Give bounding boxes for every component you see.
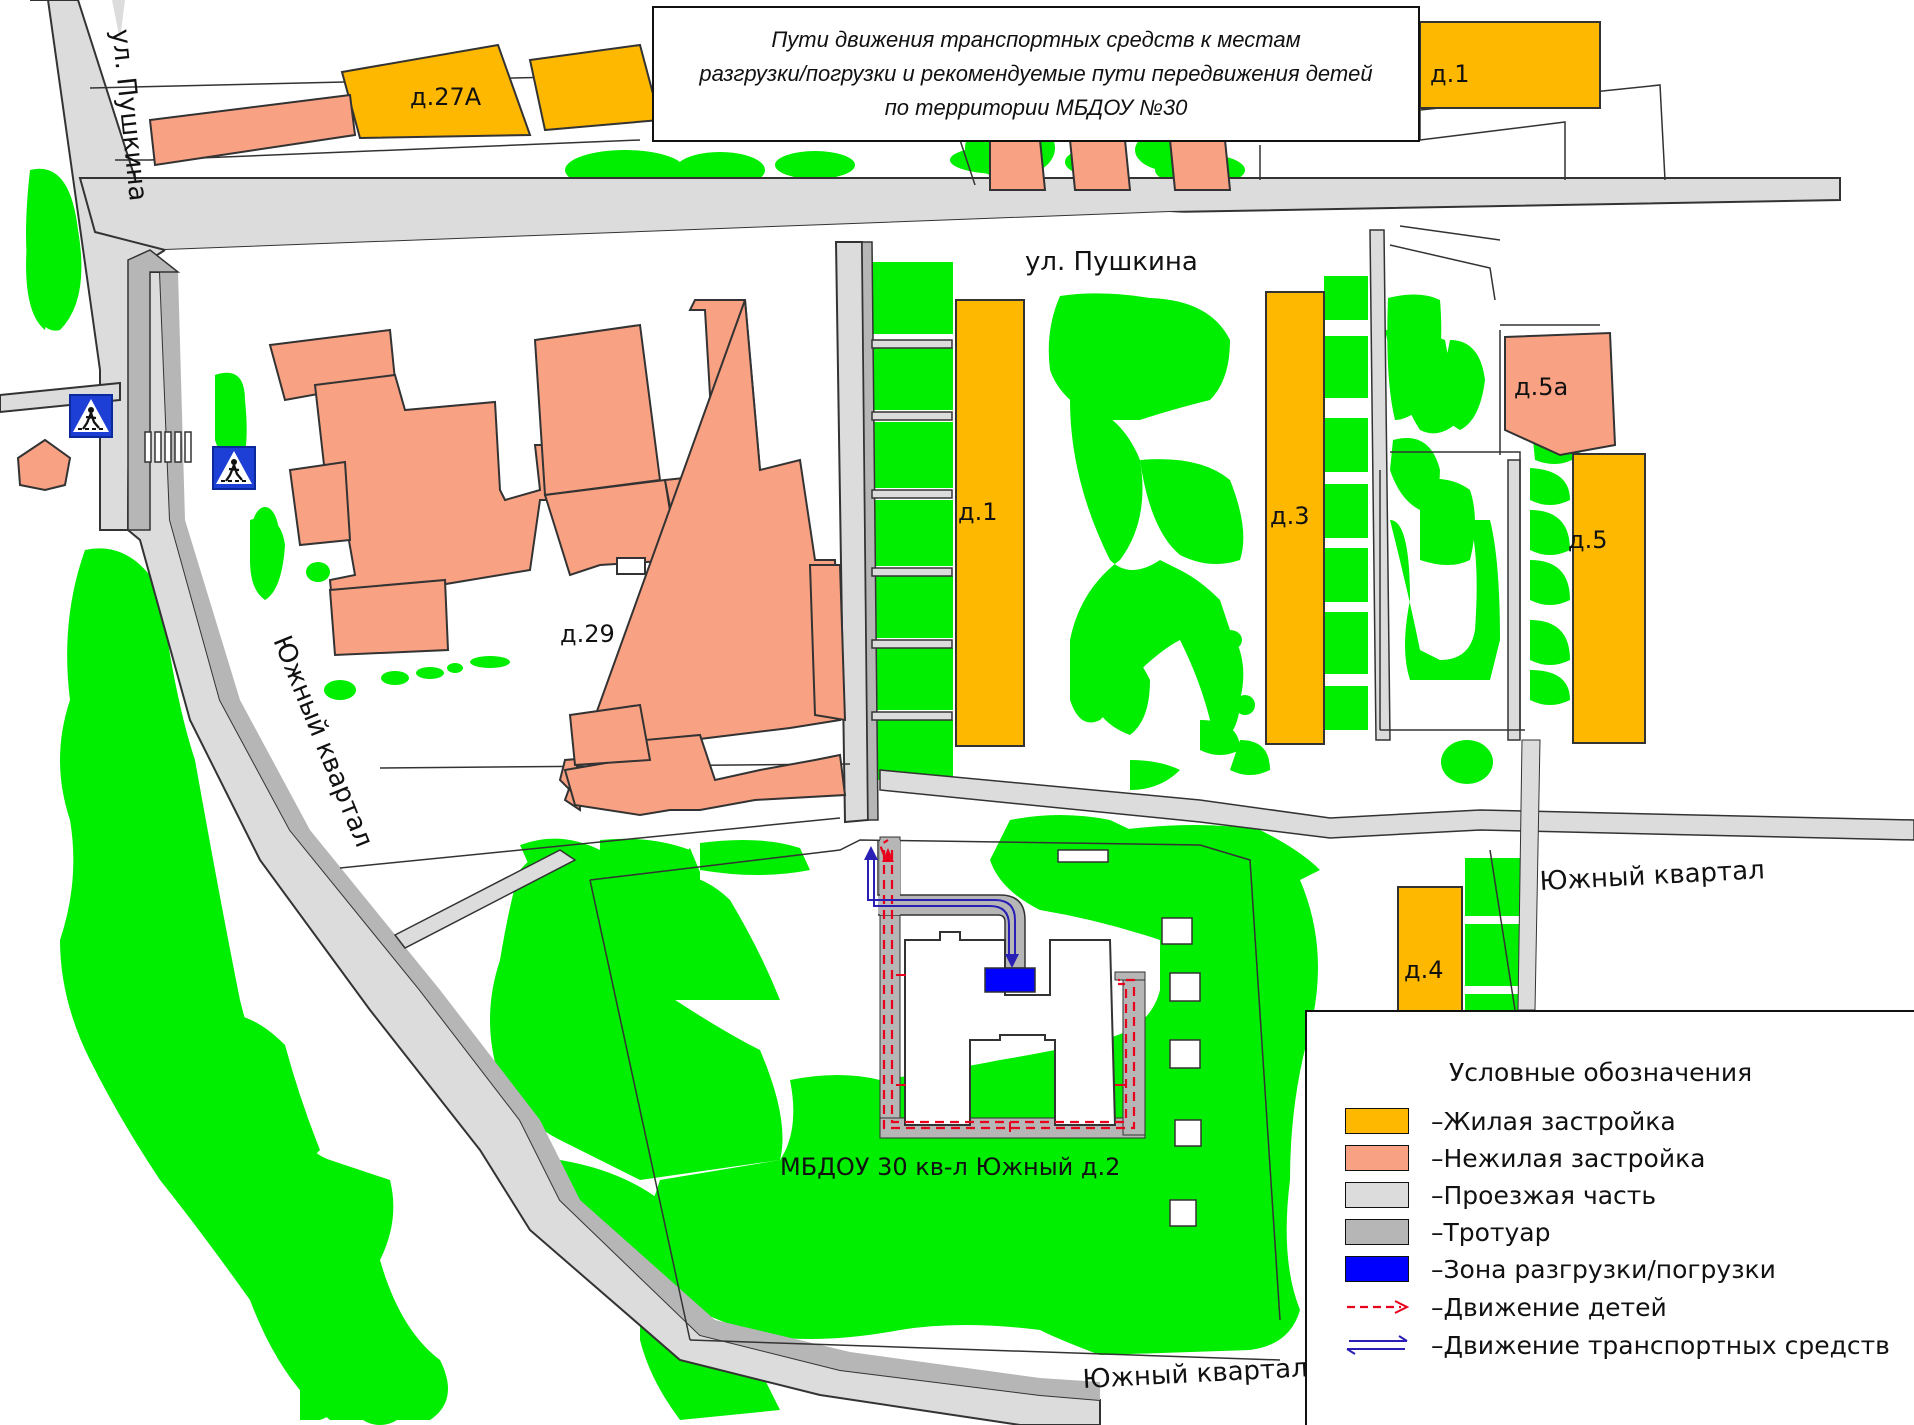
building-label-d5: д.5 [1568,526,1608,554]
legend-swatch-sidewalk [1345,1219,1409,1245]
building-d1-top [1419,21,1601,109]
legend-label: –Движение транспортных средств [1431,1330,1890,1360]
legend-swatch-roadway [1345,1182,1409,1208]
legend-title: Условные обозначения [1449,1058,1753,1087]
legend: Условные обозначения –Жилая застройка –Н… [1305,1010,1914,1425]
legend-label: –Движение детей [1431,1292,1667,1322]
legend-label: –Зона разгрузки/погрузки [1431,1254,1776,1284]
legend-swatch-loading [1345,1256,1409,1282]
street-label-pushkina-horizontal: ул. Пушкина [1025,247,1198,277]
legend-item-vehicles: –Движение транспортных средств [1345,1330,1890,1360]
legend-item-loading: –Зона разгрузки/погрузки [1345,1254,1776,1284]
legend-swatch-children-arrow-icon [1347,1300,1409,1314]
building-label-d1: д.1 [958,498,998,526]
map-title: Пути движения транспортных средств к мес… [652,6,1420,142]
legend-item-residential: –Жилая застройка [1345,1106,1676,1136]
green-areas [26,118,1580,1425]
legend-item-roadway: –Проезжая часть [1345,1180,1656,1210]
pedestrian-crossing-sign-icon [69,394,113,438]
legend-swatch-nonresidential [1345,1145,1409,1171]
plot-lines [89,74,1666,1361]
building-label-d1-top: д.1 [1430,60,1470,88]
building-label-d27a: д.27А [410,83,482,111]
building-label-d29: д.29 [560,620,615,648]
building-label-d5a: д.5а [1514,373,1568,401]
loading-zone [984,967,1036,993]
children-route-ticks [896,974,1125,1132]
legend-label: –Жилая застройка [1431,1106,1676,1136]
residential-buildings [340,21,1646,1012]
building-d5 [1572,453,1646,744]
pedestrian-crossing-sign-icon [212,446,256,490]
legend-item-children: –Движение детей [1345,1292,1667,1322]
building-d3 [1265,291,1325,745]
kindergarten-label: МБДОУ 30 кв-л Южный д.2 [780,1153,1120,1181]
title-line-3: по территории МБДОУ №30 [884,95,1188,120]
building-label-d4: д.4 [1404,956,1444,984]
children-route [878,839,1136,1130]
legend-swatch-vehicles-arrow-icon [1346,1335,1408,1355]
vehicle-route [867,855,1016,960]
zebra-crossing [144,431,192,463]
building-label-d3: д.3 [1270,502,1310,530]
legend-item-sidewalk: –Тротуар [1345,1217,1550,1247]
legend-label: –Тротуар [1431,1217,1551,1247]
legend-swatch-residential [1345,1108,1409,1134]
building-d1 [955,299,1025,747]
building-d4 [1397,886,1463,1012]
title-line-1: Пути движения транспортных средств к мес… [771,27,1301,52]
legend-label: –Проезжая часть [1431,1180,1657,1210]
nonresidential-buildings [16,93,1617,817]
legend-item-nonresidential: –Нежилая застройка [1345,1143,1706,1173]
title-line-2: разгрузки/погрузки и рекомендуемые пути … [699,61,1373,86]
legend-label: –Нежилая застройка [1431,1143,1706,1173]
